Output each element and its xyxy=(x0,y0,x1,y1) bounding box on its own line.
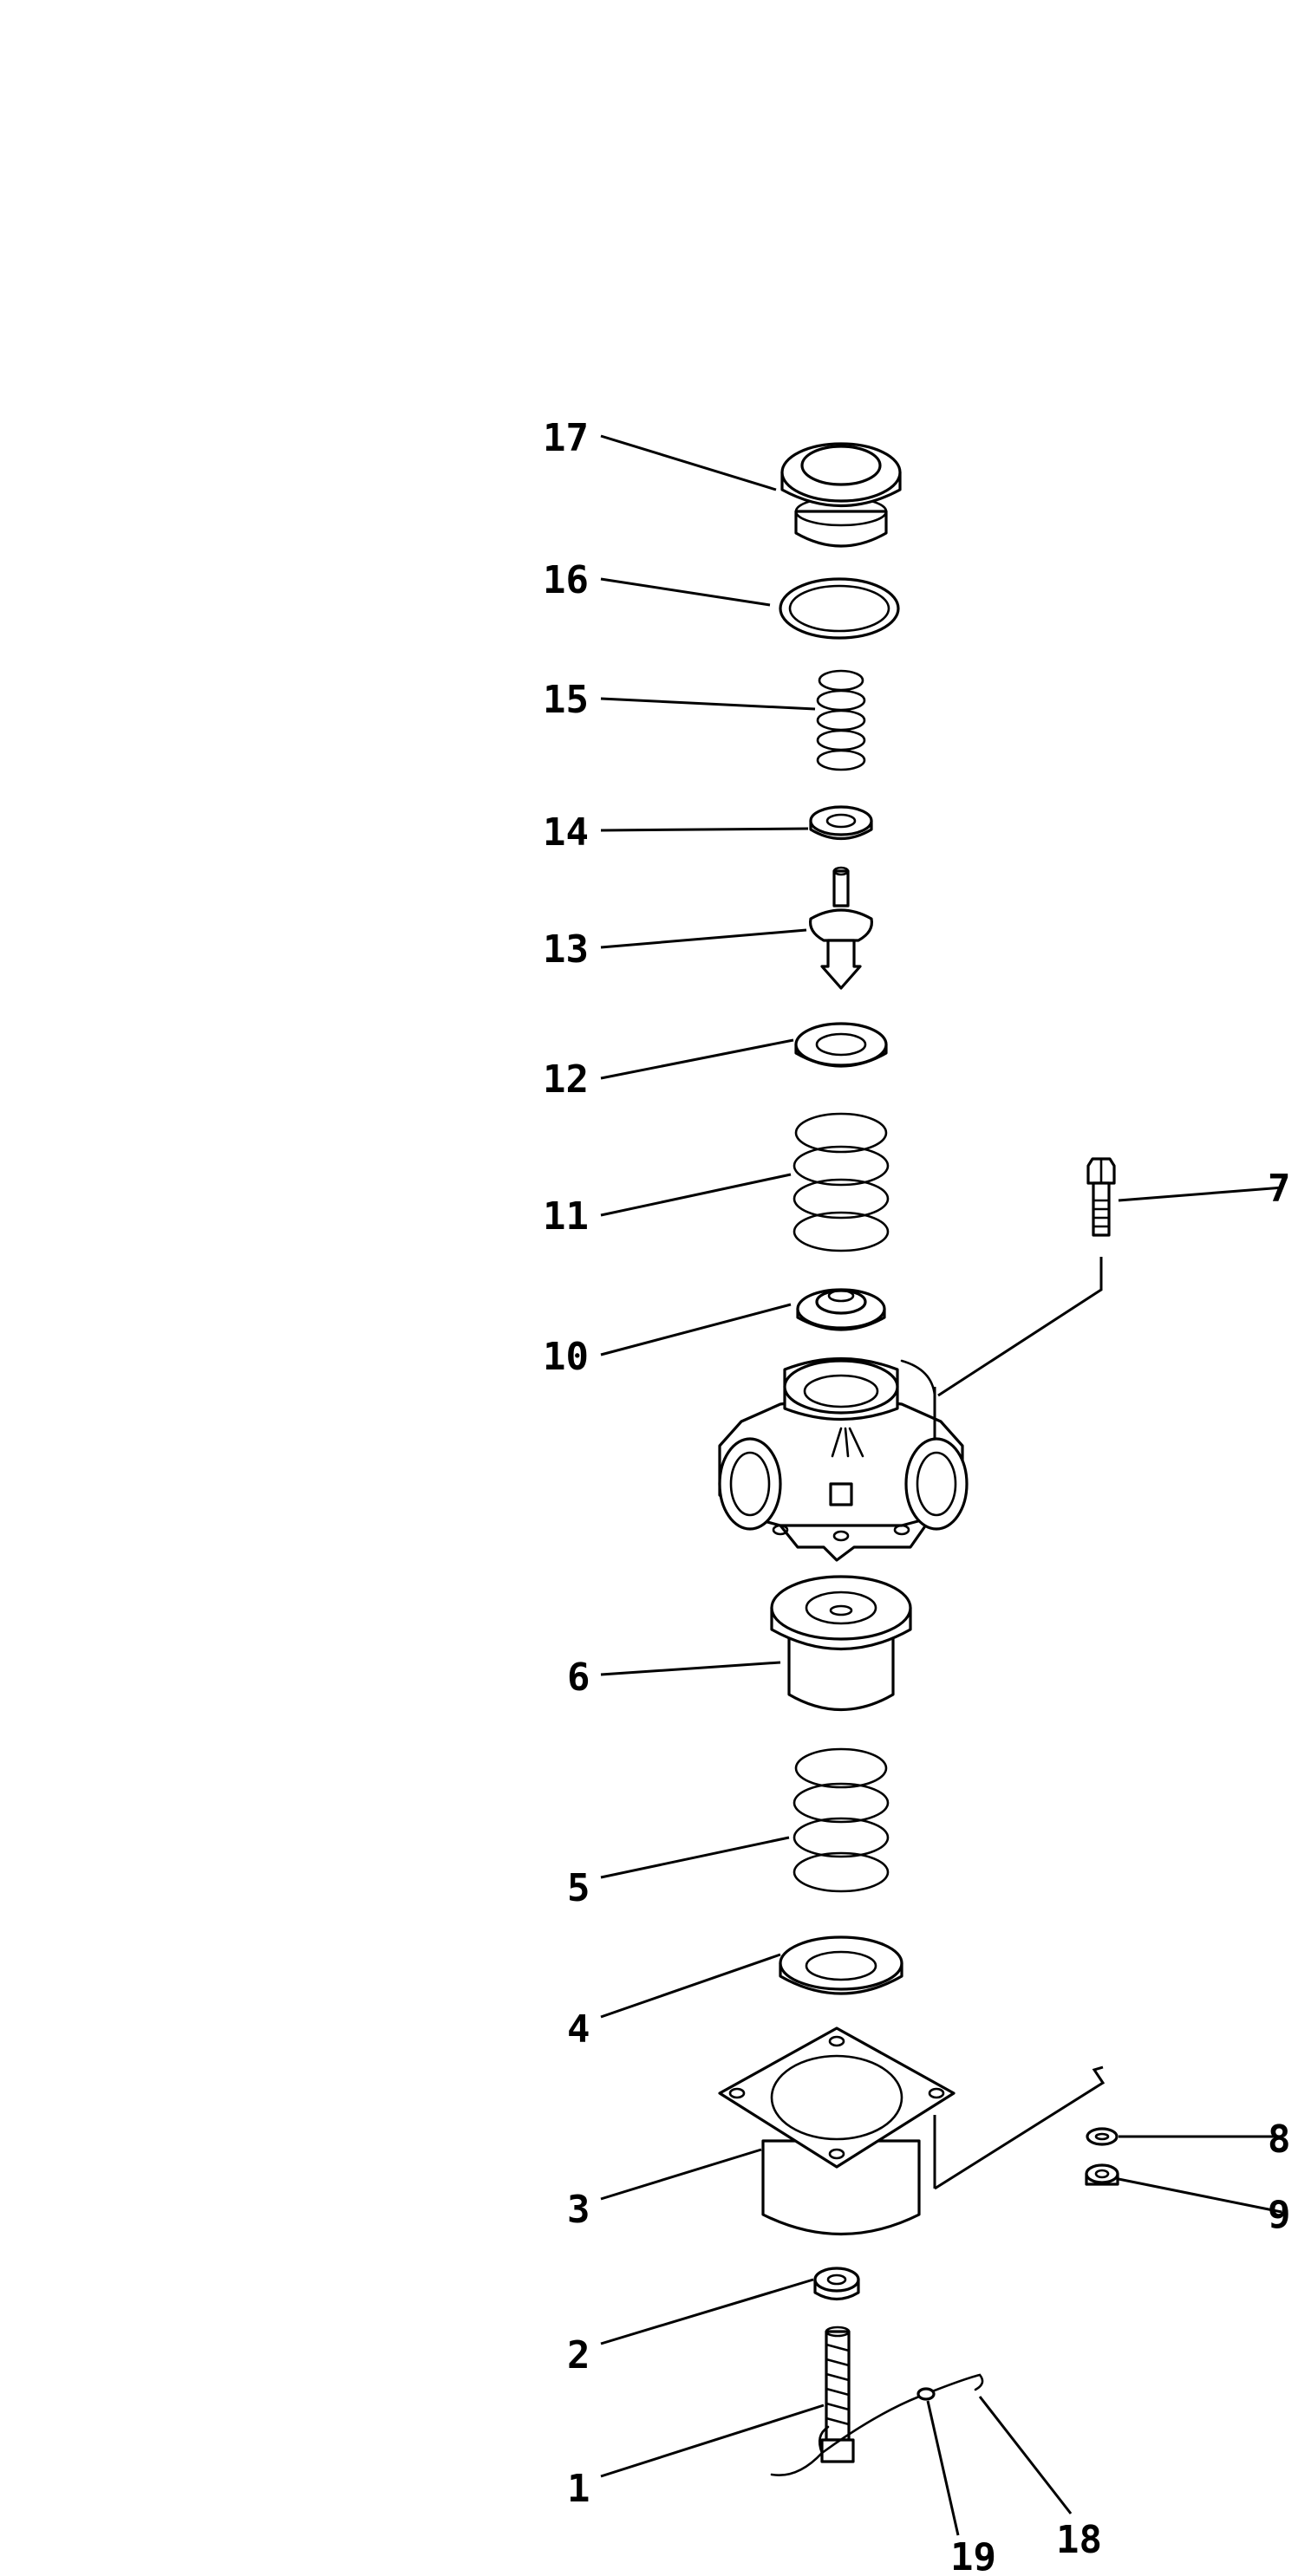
callout-9: 9 xyxy=(1268,2193,1291,2237)
part-17-plug xyxy=(780,442,902,548)
part-10-retainer xyxy=(796,1288,886,1331)
callout-8: 8 xyxy=(1268,2117,1291,2162)
callout-16: 16 xyxy=(543,558,589,602)
part-14-seat xyxy=(809,805,873,840)
part-15-spring xyxy=(816,669,866,771)
part-1-screw xyxy=(820,2326,855,2463)
part-9-nut xyxy=(1085,2163,1119,2186)
callout-19: 19 xyxy=(950,2535,996,2576)
callout-17: 17 xyxy=(543,416,589,460)
callout-5: 5 xyxy=(567,1866,590,1910)
part-16-o-ring xyxy=(779,577,900,640)
callout-13: 13 xyxy=(543,927,589,972)
part-11-spring xyxy=(792,1112,890,1252)
part-12-washer xyxy=(794,1022,888,1068)
part-6-piston xyxy=(770,1575,912,1712)
part-13-valve xyxy=(808,866,874,990)
callout-4: 4 xyxy=(567,2007,590,2052)
callout-1: 1 xyxy=(567,2467,590,2511)
part-3-housing xyxy=(718,2026,956,2236)
callout-labels: 17 16 15 14 13 12 11 10 7 6 5 4 3 8 9 2 … xyxy=(543,416,1291,2576)
part-5-spring xyxy=(792,1747,890,1893)
callout-7: 7 xyxy=(1268,1167,1291,1211)
part-8-lock-washer xyxy=(1086,2127,1119,2146)
callout-14: 14 xyxy=(543,810,589,855)
callout-6: 6 xyxy=(567,1656,590,1700)
callout-2: 2 xyxy=(567,2333,590,2378)
leader-lines xyxy=(600,434,1284,2536)
valve-body xyxy=(718,1356,969,1562)
part-2-nut xyxy=(813,2267,860,2301)
callout-3: 3 xyxy=(567,2188,590,2232)
callout-11: 11 xyxy=(543,1194,589,1239)
part-18-lock-wire xyxy=(770,2373,984,2476)
part-19-seal xyxy=(916,2387,936,2401)
part-7-bolt xyxy=(1086,1157,1116,1237)
callout-10: 10 xyxy=(543,1335,589,1379)
part-4-cup xyxy=(779,1935,903,1995)
callout-12: 12 xyxy=(543,1057,589,1102)
callout-18: 18 xyxy=(1056,2518,1102,2562)
callout-15: 15 xyxy=(543,678,589,722)
